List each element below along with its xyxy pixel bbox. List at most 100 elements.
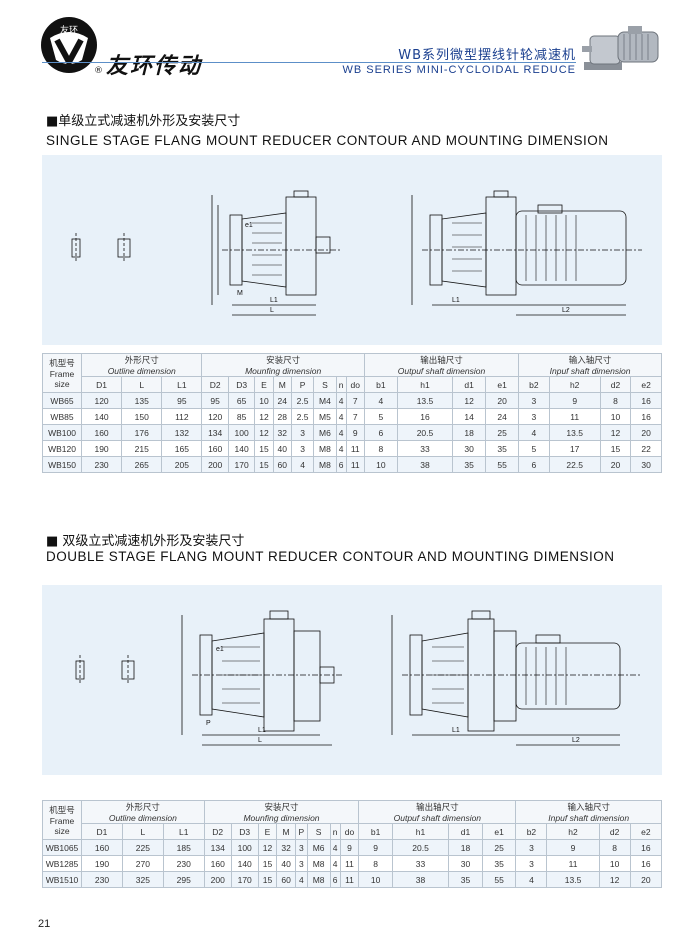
table-cell: 200 [201,456,229,473]
table-cell: 4 [329,839,341,856]
company-logo-icon: 友环 [41,17,97,73]
table-cell: 4 [515,871,548,888]
table-cell: 230 [162,855,205,872]
table-cell: M6 [306,839,331,856]
table-cell: M6 [313,424,337,441]
table-cell: 11 [345,440,365,457]
dim-label-P-2: P [206,720,211,727]
column-header: e2 [630,376,662,393]
table-cell: 15 [254,440,274,457]
section1-title-cn: ■单级立式减速机外形及安装尺寸 [46,114,241,129]
table-cell: 30 [630,456,662,473]
logo-mark-text: 友环 [60,24,78,36]
table-cell: 7 [345,392,365,409]
table-cell: 4 [335,408,347,425]
dim-label-L-2: L [258,737,262,744]
column-header: L [121,376,163,393]
table-cell: 16 [630,392,662,409]
table-cell: 190 [80,440,123,457]
frame-size-cell: WB1285 [42,855,82,872]
column-header: do [345,376,365,393]
frame-size-cell: WB1510 [42,871,82,888]
column-header: e1 [481,823,517,840]
column-header: E [257,823,278,840]
table-cell: 24 [272,392,292,409]
section2-drawing-panel: L1 L L1 L2 e1 P [42,585,662,775]
series-title-en: WB SERIES MINI-CYCLOIDAL REDUCE [342,64,576,76]
table-cell: 215 [121,440,163,457]
table-cell: 295 [162,871,205,888]
column-header: P [290,376,315,393]
frame-size-cell: WB120 [42,440,82,457]
table-cell: 11 [546,855,600,872]
table-cell: 20 [630,424,662,441]
table-cell: 6 [363,424,398,441]
table-cell: 4 [290,456,315,473]
double-stage-reducer-with-motor [391,610,642,746]
table-cell: 95 [161,392,203,409]
column-header: D2 [201,376,229,393]
dim-label-L1-right: L1 [452,297,460,304]
table-cell: 225 [121,839,164,856]
table-cell: 13.5 [396,392,454,409]
table-cell: 160 [201,440,229,457]
table-cell: 28 [272,408,292,425]
table-cell: M4 [313,392,337,409]
table-cell: 5 [518,440,550,457]
company-name: 友环传动 [106,53,203,79]
mounting-dimension-header-2: 安装尺寸 Mounfing dimension [203,800,360,824]
table-cell: 30 [448,855,483,872]
table-cell: 32 [276,839,296,856]
table-cell: 9 [546,839,600,856]
table-cell: 12 [254,408,274,425]
dim-label-L1-right-2: L1 [452,727,460,734]
table-cell: 135 [121,392,163,409]
table-cell: 3 [515,839,548,856]
section2-title-en: DOUBLE STAGE FLANG MOUNT REDUCER CONTOUR… [46,549,615,564]
single-stage-reducer-left [211,190,342,316]
column-header: D1 [81,823,123,840]
table-cell: 33 [391,855,450,872]
table-cell: 205 [161,456,203,473]
column-header: P [294,823,308,840]
table-cell: 8 [599,392,632,409]
table-cell: 35 [452,456,487,473]
column-header: E [254,376,274,393]
dim-label-L2: L2 [562,307,570,314]
table-cell: 325 [121,871,164,888]
table-cell: 160 [203,855,232,872]
dim-label-L: L [270,307,274,314]
table-cell: 15 [254,456,274,473]
output-shaft-dimension-header-2: 输出轴尺寸 Outpuf shaft dimension [358,800,517,824]
table-cell: 15 [599,440,632,457]
table-cell: 9 [548,392,601,409]
column-header: h1 [396,376,454,393]
table-cell: 3 [290,424,315,441]
table-cell: 4 [294,871,308,888]
table-cell: 140 [80,408,123,425]
table-cell: 16 [629,839,663,856]
table-cell: 20.5 [391,839,450,856]
table-cell: 20.5 [396,424,454,441]
table-cell: 4 [335,392,347,409]
table-cell: M5 [313,408,337,425]
table-cell: 185 [162,839,205,856]
column-header: b1 [358,823,393,840]
column-header: L1 [162,823,205,840]
table-cell: M8 [306,855,331,872]
frame-size-header: 机型号 Frame size [42,353,82,393]
table-cell: 170 [227,456,256,473]
reducer-product-image [582,26,659,70]
table-cell: 134 [201,424,229,441]
column-header: do [339,823,360,840]
table-cell: 3 [515,855,548,872]
frame-size-cell: WB1065 [42,839,82,856]
header-rule [42,62,576,63]
dim-label-M: M [237,290,243,297]
